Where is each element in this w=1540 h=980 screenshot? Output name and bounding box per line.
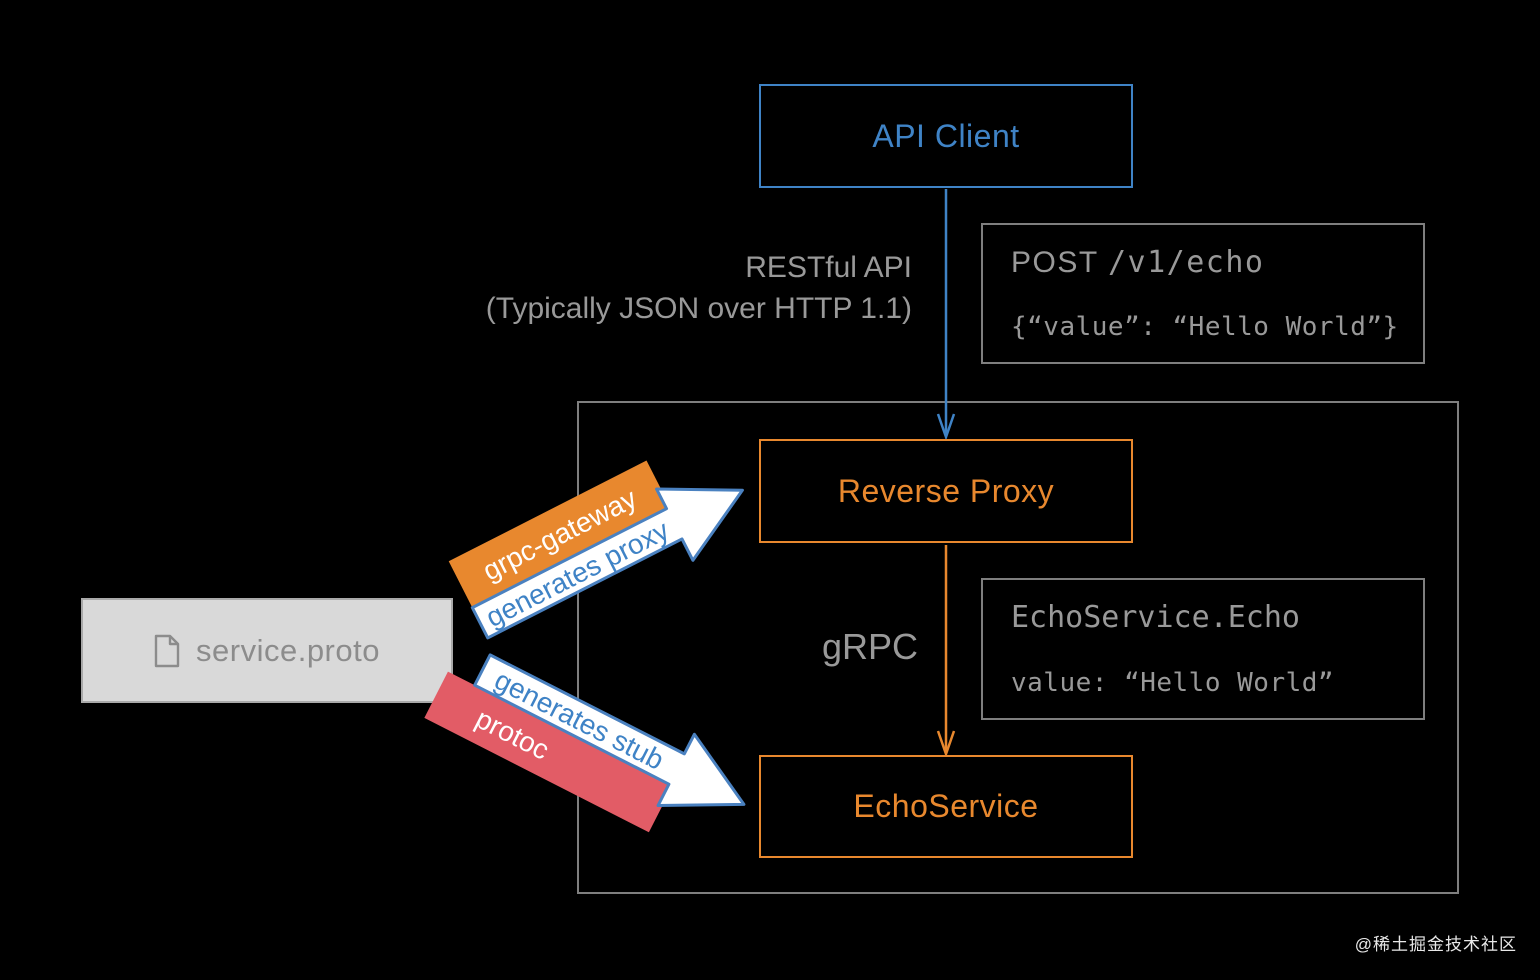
- rest-edge-label-line1: RESTful API: [745, 251, 912, 284]
- grpc-edge-label: gRPC: [822, 626, 919, 667]
- rest-edge-label-line2: (Typically JSON over HTTP 1.1): [485, 292, 912, 325]
- echo-service-box: EchoService: [759, 755, 1133, 858]
- rest-arrow: [936, 189, 956, 440]
- server-boundary-box: [577, 401, 1459, 894]
- api-client-box: API Client: [759, 84, 1133, 188]
- grpc-arrow: [936, 545, 956, 757]
- protoc-block-arrow: [473, 653, 746, 808]
- api-client-label: API Client: [872, 117, 1020, 154]
- http-request-callout: POST /v1/echo {“value”: “Hello World”}: [981, 223, 1425, 364]
- echo-service-label: EchoService: [853, 788, 1039, 824]
- rest-edge-label: RESTful API (Typically JSON over HTTP 1.…: [486, 247, 912, 329]
- service-proto-label: service.proto: [196, 632, 380, 668]
- http-request-title: POST /v1/echo: [1011, 245, 1395, 280]
- http-request-body: {“value”: “Hello World”}: [1011, 312, 1399, 342]
- grpc-request-callout: EchoService.Echo value: “Hello World”: [981, 578, 1425, 720]
- gateway-generates-arrow: grpc-gateway generates proxy: [448, 460, 744, 640]
- watermark: @稀土掘金技术社区: [1354, 935, 1517, 954]
- reverse-proxy-box: Reverse Proxy: [759, 439, 1133, 543]
- file-icon: [154, 634, 180, 667]
- http-method: POST: [1011, 246, 1099, 279]
- service-proto-box: service.proto: [81, 598, 453, 703]
- reverse-proxy-label: Reverse Proxy: [837, 472, 1055, 509]
- gateway-tool-strip: [448, 460, 671, 608]
- protoc-tool-strip: [424, 671, 673, 833]
- gateway-block-arrow: [470, 487, 744, 640]
- http-path: /v1/echo: [1107, 245, 1265, 280]
- grpc-request-body: value: “Hello World”: [1011, 668, 1335, 698]
- grpc-request-title: EchoService.Echo: [1011, 600, 1300, 635]
